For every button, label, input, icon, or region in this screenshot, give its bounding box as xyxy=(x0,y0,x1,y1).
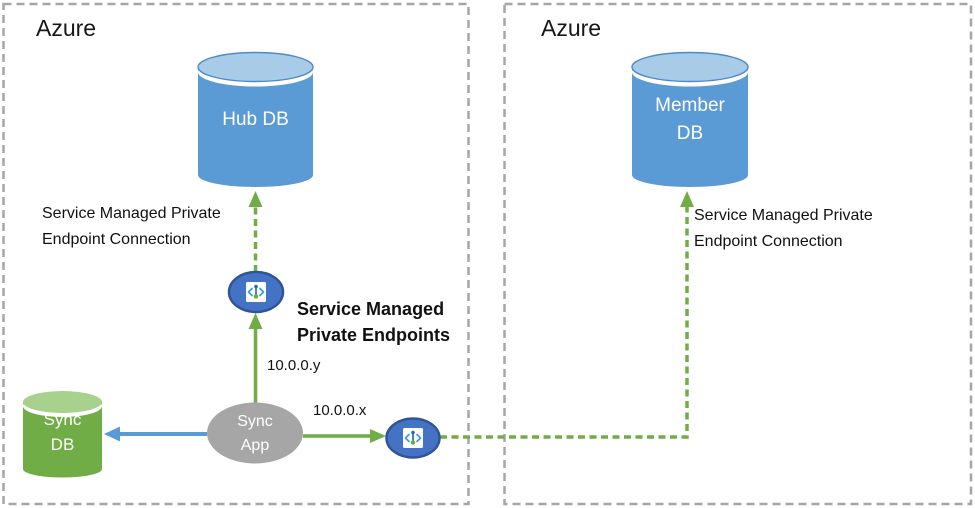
sync-app-to-sync-db-arrow xyxy=(104,426,207,442)
ip-address-y-label: 10.0.0.y xyxy=(267,357,321,374)
sync-app-to-lower-endpoint-arrow xyxy=(303,429,386,443)
sync-app-to-upper-endpoint-arrow xyxy=(248,313,263,403)
hub-db-cylinder xyxy=(197,51,314,187)
sync-app-ellipse xyxy=(207,402,303,464)
ip-address-x-label: 10.0.0.x xyxy=(313,402,367,419)
hub-db-label: Hub DB xyxy=(222,109,289,131)
upper-endpoint-to-hub-db-arrow xyxy=(248,191,263,272)
sync-app-label: Sync App xyxy=(237,413,273,454)
left-connection-label: Service Managed Private Endpoint Connect… xyxy=(42,205,221,248)
member-db-cylinder xyxy=(631,51,749,187)
service-managed-private-endpoints-title: Service Managed Private Endpoints xyxy=(297,299,451,345)
lower-endpoint-to-member-db-arrow xyxy=(440,191,694,439)
sync-db-cylinder xyxy=(23,391,102,478)
right-connection-label: Service Managed Private Endpoint Connect… xyxy=(694,207,873,250)
azure-zone-right-border xyxy=(503,2,973,506)
azure-zone-left-border xyxy=(2,2,470,506)
azure-zone-right-title: Azure xyxy=(541,15,602,41)
azure-zone-left-title: Azure xyxy=(36,15,97,41)
private-endpoint-icon xyxy=(227,270,285,314)
private-endpoint-icon xyxy=(385,417,441,459)
member-db-label: Member DB xyxy=(655,95,725,144)
sync-db-label: Sync DB xyxy=(43,410,82,454)
